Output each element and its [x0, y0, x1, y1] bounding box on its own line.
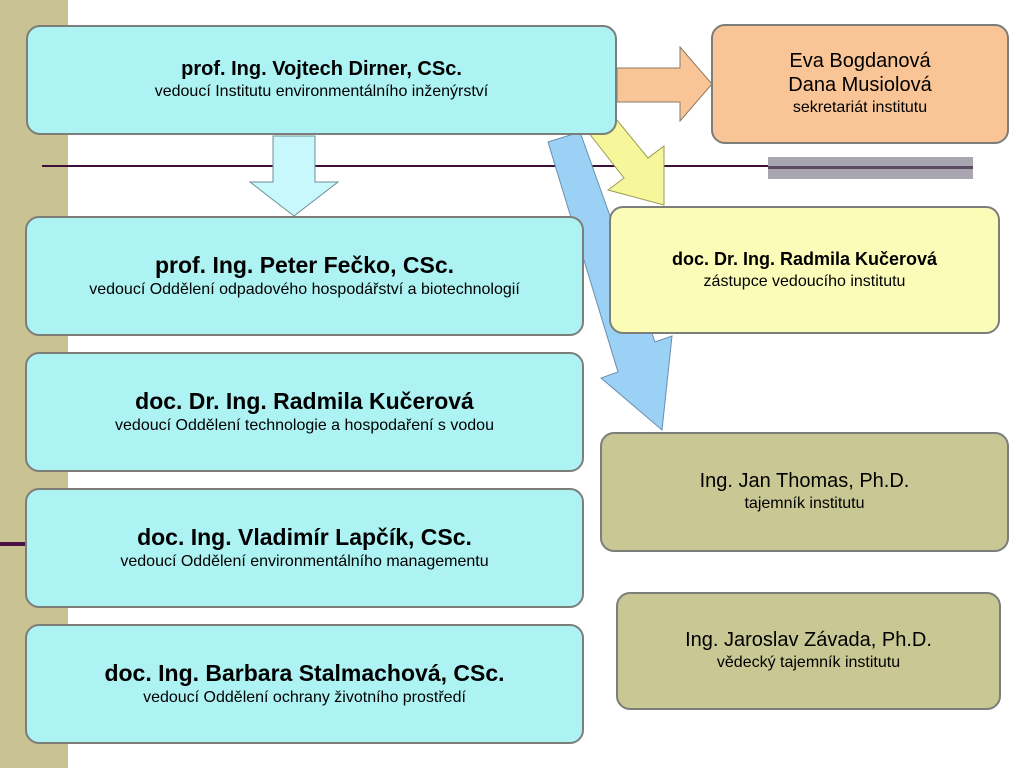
department-box-3: doc. Ing. Vladimír Lapčík, CSc. vedoucí … [25, 488, 584, 608]
department-3-head: doc. Ing. Vladimír Lapčík, CSc. [137, 524, 472, 550]
secretariat-role: sekretariát institutu [792, 99, 928, 116]
department-1-role: vedoucí Oddělení odpadového hospodářství… [89, 281, 520, 298]
secretariat-name-1: Eva Bogdanová [789, 50, 931, 72]
department-2-role: vedoucí Oddělení technologie a hospodaře… [115, 417, 494, 434]
science-secretary-name: Ing. Jaroslav Závada, Ph.D. [685, 629, 932, 651]
department-3-role: vedoucí Oddělení environmentálního manag… [120, 553, 489, 570]
department-2-head: doc. Dr. Ing. Radmila Kučerová [135, 388, 474, 414]
deputy-role: zástupce vedoucího institutu [703, 273, 906, 290]
department-4-role: vedoucí Oddělení ochrany životního prost… [143, 689, 466, 706]
department-box-1: prof. Ing. Peter Fečko, CSc. vedoucí Odd… [25, 216, 584, 336]
side-decoration-tick [0, 542, 28, 546]
deputy-name: doc. Dr. Ing. Radmila Kučerová [671, 249, 938, 269]
secretary-role: tajemník institutu [744, 495, 865, 512]
grey-accent-line [768, 166, 973, 169]
department-1-head: prof. Ing. Peter Fečko, CSc. [154, 252, 455, 278]
deputy-box: doc. Dr. Ing. Radmila Kučerová zástupce … [609, 206, 1000, 334]
horizontal-divider [42, 165, 973, 167]
department-box-4: doc. Ing. Barbara Stalmachová, CSc. vedo… [25, 624, 584, 744]
science-secretary-box: Ing. Jaroslav Závada, Ph.D. vědecký taje… [616, 592, 1001, 710]
secretary-box: Ing. Jan Thomas, Ph.D. tajemník institut… [600, 432, 1009, 552]
department-4-head: doc. Ing. Barbara Stalmachová, CSc. [104, 660, 505, 686]
department-box-2: doc. Dr. Ing. Radmila Kučerová vedoucí O… [25, 352, 584, 472]
secretariat-box: Eva Bogdanová Dana Musiolová sekretariát… [711, 24, 1009, 144]
arrow-to-secretariat [616, 45, 713, 123]
director-name: prof. Ing. Vojtech Dirner, CSc. [181, 58, 462, 80]
arrow-to-departments [248, 135, 340, 217]
director-role: vedoucí Institutu environmentálního inže… [154, 83, 489, 100]
secretariat-name-2: Dana Musiolová [788, 74, 932, 96]
science-secretary-role: vědecký tajemník institutu [716, 654, 901, 671]
arrow-to-deputy [587, 113, 665, 206]
director-box: prof. Ing. Vojtech Dirner, CSc. vedoucí … [26, 25, 617, 135]
secretary-name: Ing. Jan Thomas, Ph.D. [699, 470, 910, 492]
